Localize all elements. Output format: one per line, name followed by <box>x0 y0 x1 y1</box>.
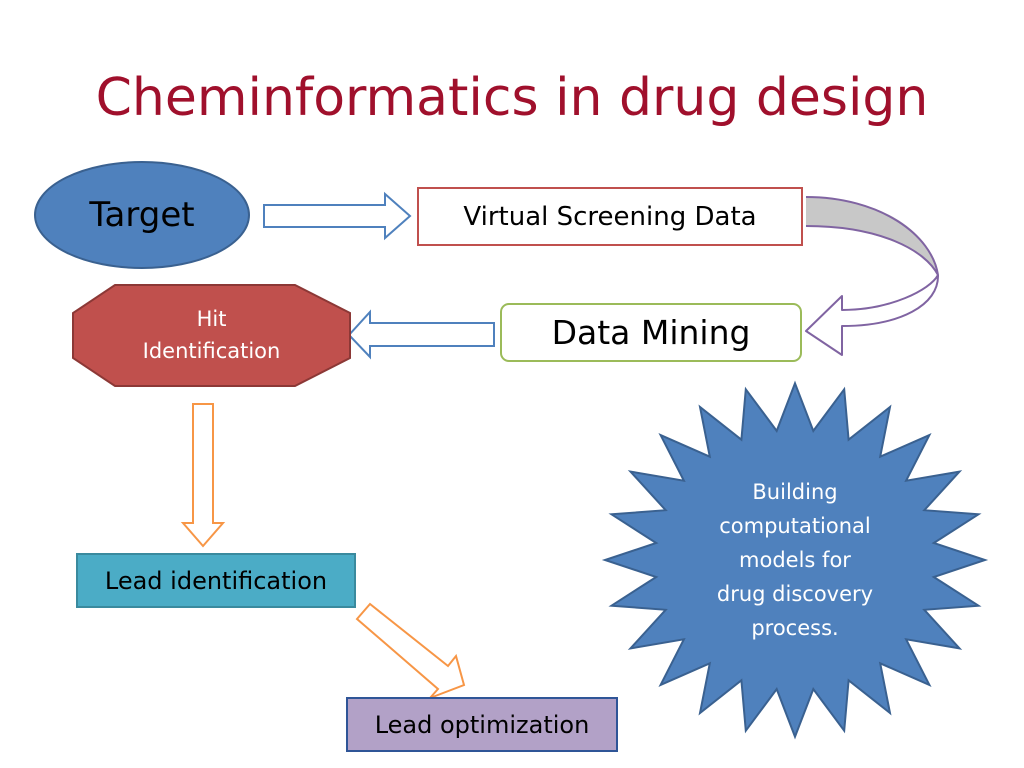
arrow-target-to-screening <box>263 191 412 241</box>
target-ellipse <box>34 161 250 269</box>
data-mining-box <box>500 303 802 362</box>
lead-optimization-box <box>346 697 618 752</box>
arrow-hit-to-lead <box>180 403 226 548</box>
hit-identification-octagon <box>72 284 351 387</box>
arrow-lead-to-optimization <box>355 602 466 699</box>
virtual-screening-box <box>417 187 803 246</box>
arrow-mining-to-hit <box>347 309 495 360</box>
slide-title: Cheminformatics in drug design <box>95 68 929 128</box>
starburst-shape <box>601 380 989 740</box>
curved-arrow-screening-to-mining <box>805 196 940 356</box>
lead-identification-box <box>76 553 356 608</box>
curved-arrow-shading <box>806 197 938 275</box>
